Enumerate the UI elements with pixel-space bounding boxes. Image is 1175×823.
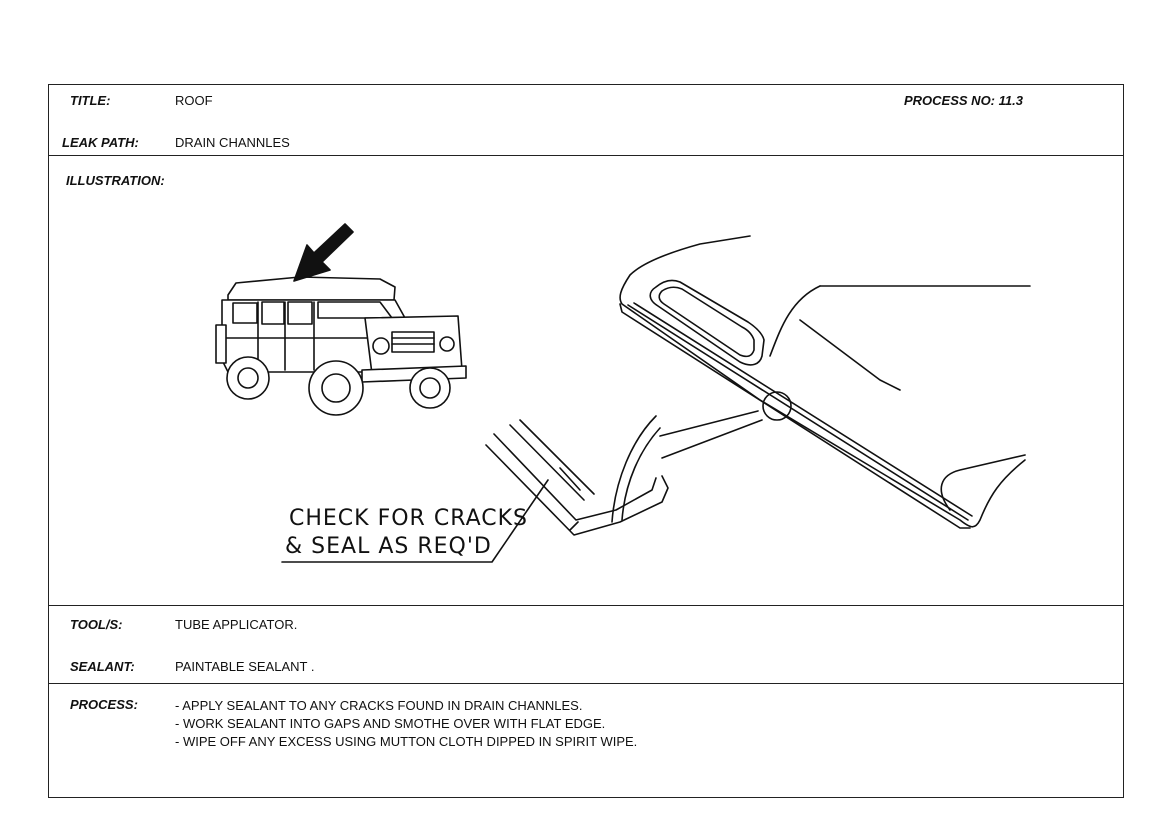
divider-process	[48, 683, 1124, 684]
title-value: ROOF	[175, 93, 213, 108]
title-label: TITLE:	[70, 93, 111, 108]
process-no: PROCESS NO: 11.3	[904, 93, 1023, 108]
process-sheet-frame	[48, 84, 1124, 798]
leak-path-value: DRAIN CHANNLES	[175, 135, 290, 150]
callout-leader	[281, 479, 549, 563]
leak-path-label: LEAK PATH:	[62, 135, 139, 150]
process-steps: - APPLY SEALANT TO ANY CRACKS FOUND IN D…	[175, 697, 637, 751]
divider-header	[48, 155, 1124, 156]
process-step: - APPLY SEALANT TO ANY CRACKS FOUND IN D…	[175, 698, 583, 713]
vehicle-drawing	[215, 276, 467, 416]
tools-value: TUBE APPLICATOR.	[175, 617, 298, 632]
roof-drawing	[619, 235, 1031, 529]
callout-line-1: CHECK FOR CRACKS	[289, 506, 528, 531]
process-label: PROCESS:	[70, 697, 138, 712]
callout-line-2: & SEAL AS REQ'D	[285, 534, 492, 559]
drain-channel-drawing	[485, 415, 669, 536]
sealant-value: PAINTABLE SEALANT .	[175, 659, 315, 674]
arrow-icon	[293, 223, 354, 282]
illustration-label: ILLUSTRATION:	[66, 173, 165, 188]
process-no-label: PROCESS NO:	[904, 93, 996, 108]
divider-illustration	[48, 605, 1124, 606]
tools-label: TOOL/S:	[70, 617, 123, 632]
process-no-value: 11.3	[998, 93, 1023, 108]
sealant-label: SEALANT:	[70, 659, 135, 674]
process-step: - WIPE OFF ANY EXCESS USING MUTTON CLOTH…	[175, 734, 638, 749]
process-step: - WORK SEALANT INTO GAPS AND SMOTHE OVER…	[175, 716, 606, 731]
